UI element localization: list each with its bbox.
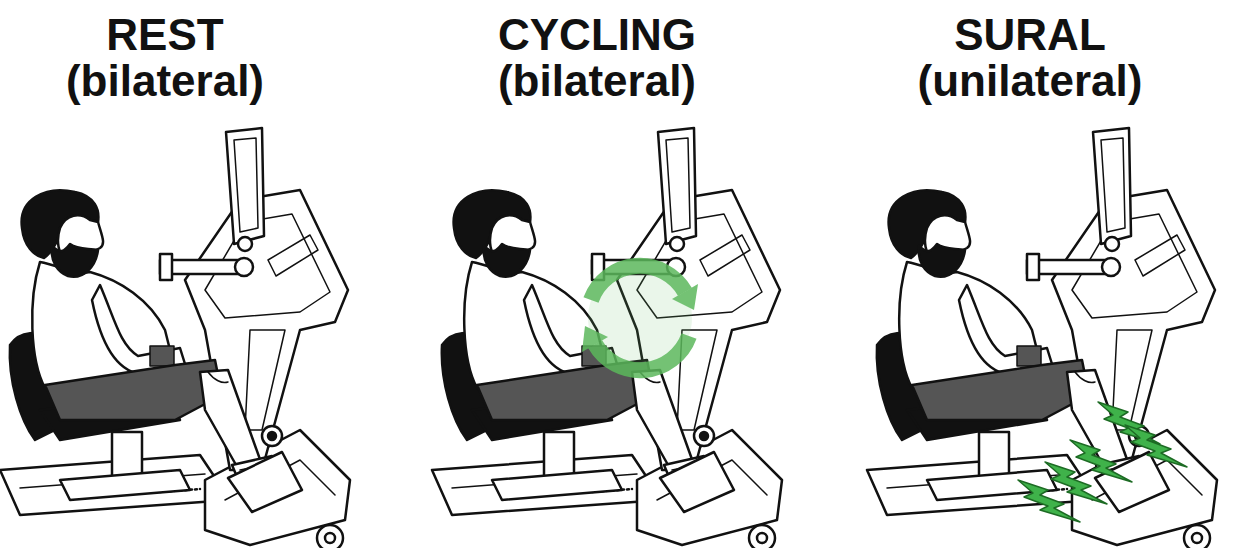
- stimulation-bolts-part: [1018, 480, 1080, 522]
- stimulation-bolts-part: [1125, 425, 1187, 467]
- cycling-arrows-part: [595, 336, 689, 370]
- cycling-arrows-part: [582, 326, 608, 352]
- stimulation-bolts: [1018, 402, 1187, 522]
- cycling-arrows-part: [672, 284, 698, 310]
- panel-title: REST (bilateral): [5, 12, 325, 104]
- stimulation-bolts-part: [1045, 462, 1107, 504]
- cycling-arrows-part: [591, 266, 685, 300]
- rest-figure: [0, 128, 350, 548]
- cycling-arrows: [582, 266, 698, 370]
- cycling-figure: [432, 128, 782, 548]
- panel-title: CYCLING (bilateral): [437, 12, 757, 104]
- stimulation-bolts-part: [1070, 440, 1132, 482]
- sural-figure: [867, 128, 1217, 548]
- panel-title: SURAL (unilateral): [870, 12, 1190, 104]
- cycling-arrows-part: [588, 266, 692, 370]
